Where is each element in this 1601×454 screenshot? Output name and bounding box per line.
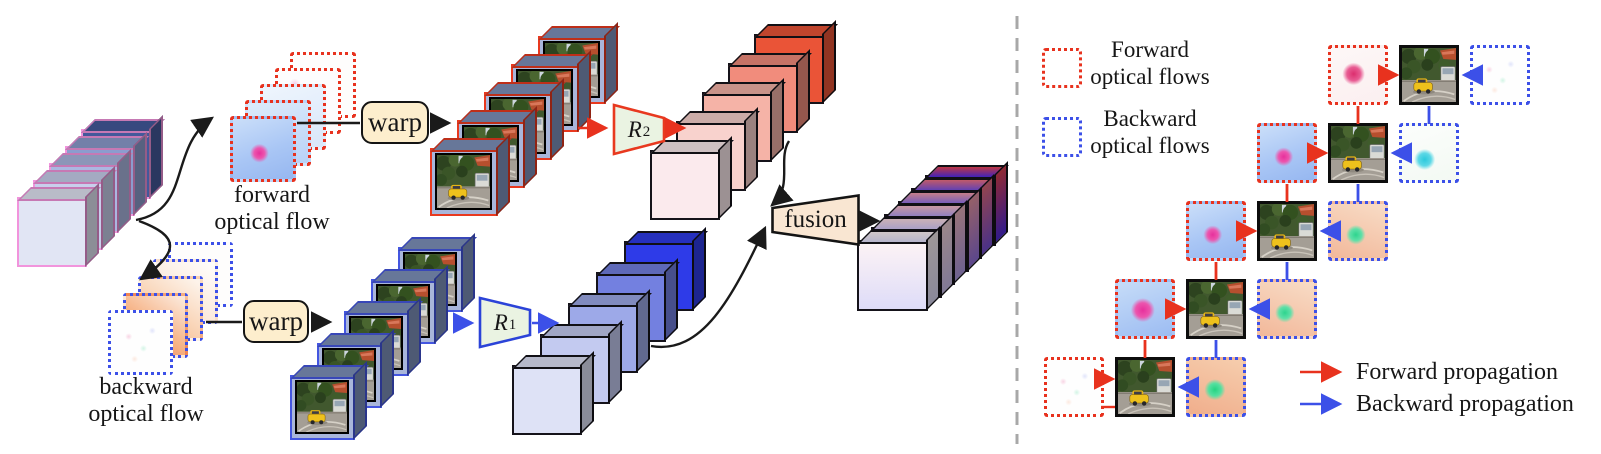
video-frame-image	[435, 153, 492, 210]
cube-right-face	[117, 148, 131, 233]
backward-optical-flow-stack-item	[108, 310, 173, 375]
forward-flow-label-line1: forward	[234, 182, 310, 208]
r2-trapezoid	[612, 103, 666, 156]
cube-right-face	[580, 350, 594, 435]
warped-frames-forward-stack-item	[429, 133, 512, 216]
cube-right-face	[550, 77, 564, 160]
cube-right-face	[744, 106, 758, 191]
video-frame-image	[295, 380, 349, 434]
forward-flows-legend-line2: optical flows	[1090, 64, 1210, 89]
cube-right-face	[101, 165, 115, 250]
cube-right-face	[133, 131, 147, 216]
cube-right-face	[770, 77, 784, 162]
cube-right-face	[796, 48, 810, 133]
backward-flows-legend: Backward optical flows	[1077, 105, 1223, 159]
forward-flow-box-row3	[1186, 201, 1246, 261]
cube-right-face	[380, 328, 394, 408]
cube-right-face	[604, 21, 618, 104]
video-frame-row1	[1399, 45, 1459, 105]
forward-features-stack-item	[649, 135, 734, 220]
backward-flow-label-line1: backward	[99, 374, 193, 400]
forward-flows-legend-line1: Forward	[1111, 37, 1189, 62]
cube-right-face	[149, 114, 163, 199]
warped-frames-backward-stack-item	[289, 360, 369, 440]
output-frames-stack-item	[856, 225, 942, 311]
backward-flow-box-row4	[1257, 279, 1317, 339]
forward-flow-label-line2: optical flow	[214, 209, 330, 235]
r1-trapezoid	[478, 296, 532, 349]
warp-box-forward-label: warp	[368, 107, 422, 137]
cube-right-face	[496, 133, 510, 216]
backward-flow-box-row2	[1399, 123, 1459, 183]
cube-right-face	[993, 160, 1008, 246]
backward-flows-legend-line1: Backward	[1103, 106, 1197, 131]
video-frame-row4	[1186, 279, 1246, 339]
forward-flow-box-row5	[1044, 357, 1104, 417]
backward-propagation-legend-label: Backward propagation	[1356, 391, 1574, 417]
forward-flow-legend-swatch	[1042, 48, 1082, 88]
video-frame-row5	[1115, 357, 1175, 417]
cube-right-face	[953, 199, 967, 285]
backward-flow-box-row1	[1470, 45, 1530, 105]
cube-right-face	[636, 288, 650, 373]
forward-flow-label: forward optical flow	[197, 182, 347, 236]
warp-box-backward-label: warp	[249, 306, 303, 336]
cube-right-face	[939, 212, 954, 298]
backward-flow-box-row3	[1328, 201, 1388, 261]
video-frame-row3	[1257, 201, 1317, 261]
cube-right-face	[822, 19, 836, 104]
input-frames-stack-item	[16, 182, 101, 267]
fusion-box: fusion	[771, 193, 860, 247]
backward-flow-legend-swatch	[1042, 117, 1082, 157]
cube-right-face	[926, 225, 940, 311]
warp-box-backward: warp	[243, 300, 309, 343]
cube-right-face	[608, 319, 622, 404]
backward-flows-legend-line2: optical flows	[1090, 133, 1210, 158]
cube-right-face	[718, 135, 732, 220]
cube-right-face	[434, 264, 448, 344]
forward-flow-box-row2	[1257, 123, 1317, 183]
cube-right-face	[523, 105, 537, 188]
cube-right-face	[966, 186, 981, 272]
cube-right-face	[461, 232, 475, 312]
backward-flow-box-row5	[1186, 357, 1246, 417]
forward-flows-legend: Forward optical flows	[1077, 36, 1223, 90]
cube-right-face	[85, 182, 99, 267]
fusion-trapezoid	[771, 193, 860, 247]
backward-features-stack-item	[511, 350, 596, 435]
fusion-label: fusion	[784, 206, 847, 233]
forward-propagation-legend-label: Forward propagation	[1356, 359, 1558, 385]
video-frame-row2	[1328, 123, 1388, 183]
cube-right-face	[980, 173, 994, 259]
cube-right-face	[692, 226, 706, 311]
backward-flow-label: backward optical flow	[70, 374, 222, 428]
forward-optical-flow-stack-item	[230, 116, 296, 182]
backward-flow-label-line2: optical flow	[88, 401, 204, 427]
cube-right-face	[407, 296, 421, 376]
cube-right-face	[577, 49, 591, 132]
cube-right-face	[664, 257, 678, 342]
forward-flow-box-row1	[1328, 45, 1388, 105]
warp-box-forward: warp	[361, 101, 429, 144]
forward-flow-box-row4	[1115, 279, 1175, 339]
cube-right-face	[353, 360, 367, 440]
